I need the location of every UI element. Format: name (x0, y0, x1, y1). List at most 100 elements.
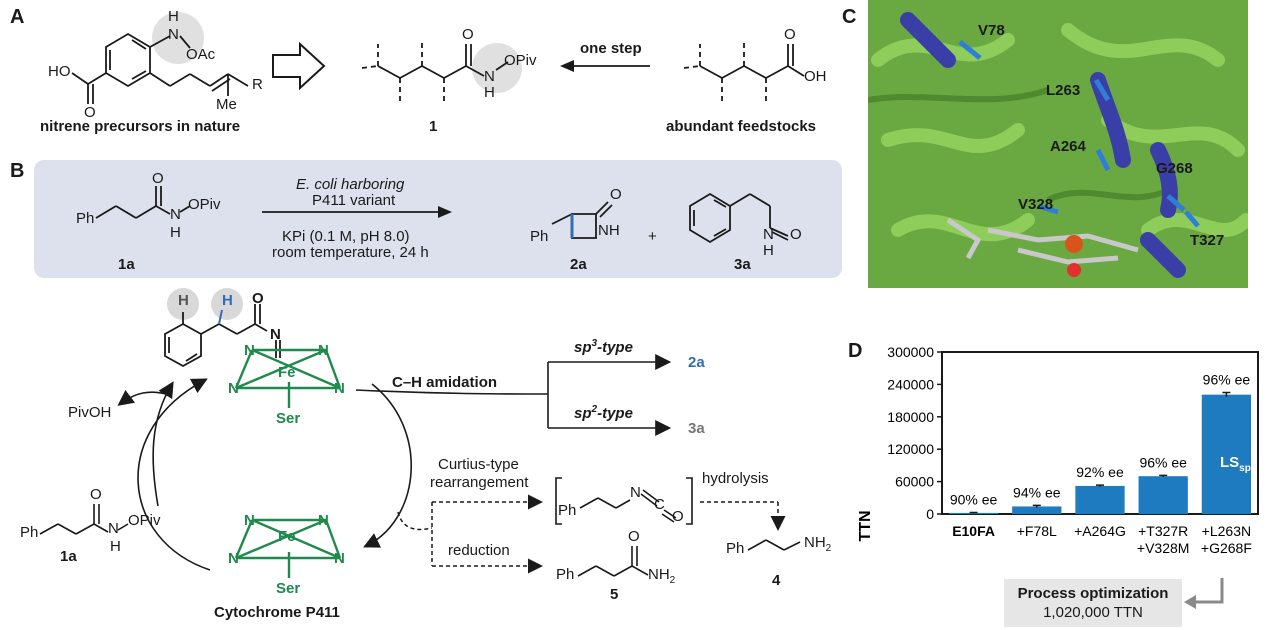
atom-o-1a-bottom: O (90, 486, 102, 503)
atom-n-bot-3: N (228, 550, 239, 567)
y-tick-label: 0 (926, 506, 934, 522)
condition-line-2: room temperature, 24 h (272, 244, 429, 261)
atom-o-cycle: O (252, 290, 264, 307)
atom-ph-isocyanate: Ph (558, 502, 577, 519)
atom-n-isocyanate: N (630, 484, 641, 501)
y-tick-label: 120000 (887, 441, 934, 457)
atom-h: H (168, 8, 179, 25)
residue-label-l263: L263 (1046, 82, 1081, 99)
caption-nitrene-precursors: nitrene precursors in nature (40, 118, 241, 135)
product-2a: 2a (688, 354, 705, 371)
atom-h-center: H (484, 84, 495, 101)
condition-line-1: KPi (0.1 M, pH 8.0) (282, 228, 410, 245)
atom-n-bot-1: N (244, 512, 255, 529)
residue-label-v78: V78 (978, 22, 1005, 39)
panel-label-d: D (848, 340, 863, 362)
x-tick-label: +V328M (1137, 540, 1190, 556)
x-tick-label: +F78L (1017, 523, 1057, 539)
atom-nh2-5: NH2 (648, 566, 676, 586)
atom-n: N (168, 26, 179, 43)
atom-n-center: N (484, 68, 495, 85)
atom-ph-1a: Ph (76, 210, 95, 227)
atom-o-top: O (462, 26, 474, 43)
label-curtius-1: Curtius-type (438, 456, 519, 473)
panel-b-reaction-box (34, 160, 842, 278)
x-tick-label: +G268F (1201, 540, 1252, 556)
atom-oac: OAc (186, 46, 216, 63)
process-ttn: 1,020,000 TTN (1043, 604, 1143, 621)
atom-o-right: O (784, 26, 796, 43)
plus-sign: + (648, 228, 657, 245)
label-4: 4 (772, 572, 781, 589)
atom-fe-top: Fe (278, 364, 296, 381)
x-tick-label: E10FA (952, 523, 995, 539)
atom-n-1a-bottom: N (108, 520, 119, 537)
atom-ser-top: Ser (276, 410, 301, 427)
x-axis-labels: E10FA +F78L +A264G +T327R+V328M +L263N+G268F (952, 523, 1252, 556)
atom-ph-4: Ph (726, 540, 745, 557)
atom-o: O (84, 104, 96, 121)
atom-n-bot-2: N (318, 512, 329, 529)
atom-h-3a: H (763, 242, 774, 259)
x-tick-label: +T327R (1138, 523, 1188, 539)
atom-r: R (252, 76, 263, 93)
atom-n-top-4: N (334, 380, 345, 397)
atom-nh-2a: NH (598, 222, 620, 239)
atom-opiv: OPiv (504, 52, 537, 69)
panel-a-structures (71, 12, 805, 104)
bar-inner-label: LSsp3 (1220, 454, 1257, 474)
product-3a: 3a (688, 420, 705, 437)
atom-h-blue: H (222, 292, 233, 309)
atom-o-2a: O (610, 186, 622, 203)
label-3a-top: 3a (734, 256, 751, 273)
x-tick-label: +L263N (1202, 523, 1251, 539)
label-reduction: reduction (448, 542, 510, 559)
y-tick-label: 240000 (887, 376, 934, 392)
label-1a-bottom: 1a (60, 548, 77, 565)
ee-label: 96% ee (1139, 454, 1187, 470)
y-tick-label: 180000 (887, 409, 934, 425)
atom-opiv-1a-bottom: OPiv (128, 512, 161, 529)
atom-n-top-1: N (244, 342, 255, 359)
atom-c-isocyanate: C (654, 496, 665, 513)
panel-label-b: B (10, 160, 25, 182)
process-optimization-box: Process optimization 1,020,000 TTN (1004, 579, 1182, 627)
residue-label-t327: T327 (1190, 232, 1225, 249)
label-hydrolysis: hydrolysis (702, 470, 769, 487)
bar (1201, 394, 1252, 514)
atom-o-isocyanate: O (672, 508, 684, 525)
chart-ylabel: TTN (857, 510, 874, 541)
atom-ser-bottom: Ser (276, 580, 301, 597)
x-tick-label: +A264G (1074, 523, 1126, 539)
panel-b-structures (95, 186, 789, 244)
bar (948, 512, 999, 514)
atom-ph-5: Ph (556, 566, 575, 583)
atom-ph-2a: Ph (530, 228, 549, 245)
arrow-label-one-step: one step (580, 40, 642, 57)
caption-compound-1: 1 (429, 118, 438, 135)
residue-label-v328: V328 (1018, 196, 1054, 213)
atom-n-1a: N (170, 206, 181, 223)
label-2a-top: 2a (570, 256, 587, 273)
atom-o-1a: O (152, 170, 164, 187)
atom-ho: HO (48, 63, 71, 80)
bar (1138, 476, 1188, 514)
atom-n-3a: N (763, 226, 774, 243)
residue-label-a264: A264 (1050, 138, 1086, 155)
ee-label: 94% ee (1013, 484, 1061, 500)
atom-ph-1a-bottom: Ph (20, 524, 39, 541)
atom-opiv-1a: OPiv (188, 196, 221, 213)
label-curtius-2: rearrangement (430, 474, 529, 491)
ee-label: 96% ee (1203, 372, 1251, 388)
panel-label-a: A (10, 6, 25, 28)
atom-h-grey: H (178, 292, 189, 309)
y-tick-label: 60000 (895, 474, 934, 490)
reagent-line-1: E. coli harboring (296, 176, 405, 193)
process-title: Process optimization (1017, 585, 1169, 602)
caption-abundant-feedstocks: abundant feedstocks (666, 118, 817, 135)
reagent-line-2: P411 variant (312, 192, 396, 209)
label-ch-amidation: C–H amidation (392, 374, 498, 391)
ee-label: 92% ee (1076, 464, 1124, 480)
